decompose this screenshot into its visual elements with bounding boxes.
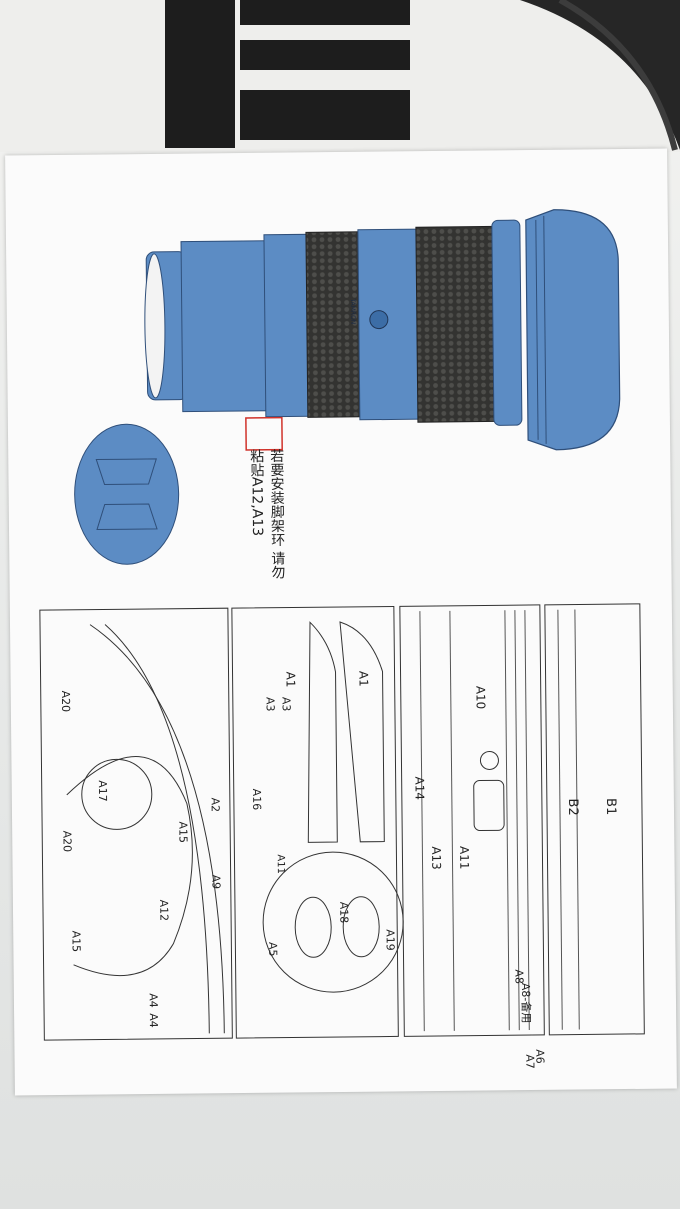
label-a4-a: A4: [146, 993, 160, 1008]
label-a15-small: A15: [69, 930, 83, 953]
label-a11-circle: A11: [274, 854, 286, 874]
label-a17: A17: [95, 780, 110, 802]
label-a19: A19: [383, 929, 397, 951]
label-a11: A11: [457, 845, 472, 870]
label-b1: B1: [602, 798, 619, 816]
label-a8: A8: [512, 969, 526, 984]
label-b2: B2: [564, 798, 581, 816]
label-a8-spare: A8-备用: [519, 982, 533, 1024]
lens-hood-graphic: [525, 209, 621, 451]
brand-text: TAMRON: [349, 298, 357, 325]
label-a3-b: A3: [263, 696, 277, 712]
label-a15-arc: A15: [176, 821, 190, 843]
label-a1-b: A1: [283, 671, 298, 688]
label-a5: A5: [266, 941, 280, 957]
label-a3-a: A3: [279, 696, 293, 712]
sticker-sheet: 若要安装脚架环 请勿粘贴A12,A13 TAMRON B1 B2 A10 A14…: [5, 148, 677, 1096]
label-a4-b: A4: [146, 1013, 161, 1028]
warning-text: 若要安装脚架环 请勿粘贴A12,A13: [248, 448, 286, 580]
cut-panel-hood: [231, 605, 399, 1039]
sticker-diagram: [39, 209, 645, 1041]
label-a1-a: A1: [356, 670, 371, 687]
label-a9: A9: [209, 874, 223, 890]
label-a16: A16: [250, 788, 264, 811]
label-a2: A2: [208, 797, 222, 813]
lens-body-graphic: [144, 219, 523, 426]
background-printed-object: [0, 0, 680, 152]
cut-panel-b: [544, 603, 645, 1036]
cut-panel-left: [39, 607, 233, 1041]
warning-bracket: [245, 416, 283, 451]
label-a20-b: A20: [60, 830, 74, 853]
label-a12: A12: [157, 899, 171, 922]
label-a20-a: A20: [58, 690, 73, 713]
label-a13: A13: [429, 846, 444, 870]
cut-panel-mid: [399, 604, 545, 1037]
label-a10: A10: [473, 685, 488, 710]
label-a18: A18: [337, 901, 351, 924]
label-a14: A14: [412, 776, 427, 801]
lens-cap-graphic: [74, 423, 180, 565]
label-a7: A7: [523, 1054, 537, 1069]
